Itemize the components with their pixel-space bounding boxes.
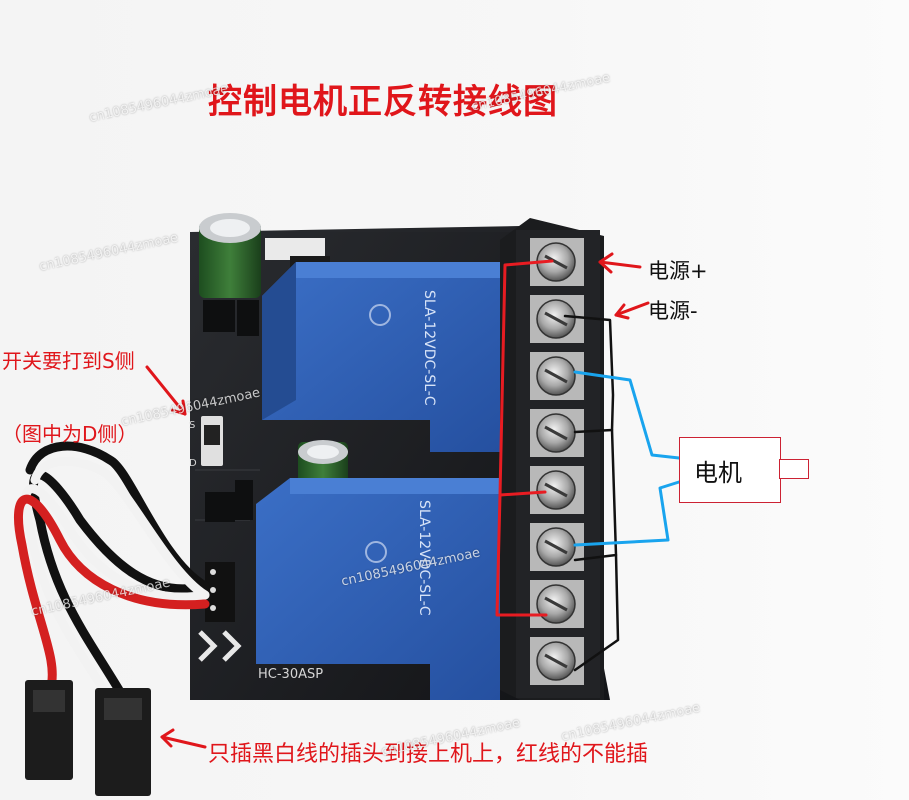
relay-bottom-model: SLA-12VDC-SL-C bbox=[416, 500, 432, 616]
power-plus-label: 电源+ bbox=[648, 259, 708, 283]
motor-shaft bbox=[779, 459, 809, 479]
bottom-note: 只插黑白线的插头到接上机上，红线的不能插 bbox=[208, 742, 649, 767]
screw-slot bbox=[544, 596, 568, 612]
resistor-row bbox=[265, 238, 325, 260]
switch-note: 开关要打到S侧 bbox=[2, 349, 135, 373]
relay-top bbox=[262, 262, 500, 452]
capacitor-top bbox=[199, 213, 261, 298]
ic-chip bbox=[205, 492, 235, 522]
motor-box bbox=[679, 437, 781, 503]
board-model: HC-30ASP bbox=[258, 667, 323, 682]
board-logo bbox=[198, 630, 242, 662]
screw-slot bbox=[544, 425, 568, 441]
screw-slot bbox=[544, 482, 568, 498]
motor-label: 电机 bbox=[694, 459, 742, 487]
relay-bottom bbox=[256, 478, 500, 700]
wire-harness bbox=[14, 441, 210, 705]
relay-top-model: SLA-12VDC-SL-C bbox=[421, 290, 437, 406]
switch-s-label: S bbox=[189, 420, 195, 431]
ic-chip bbox=[203, 300, 235, 332]
ic-chip bbox=[235, 480, 253, 520]
screw-slot bbox=[544, 539, 568, 555]
switch-d-label: D bbox=[189, 458, 197, 469]
current-position-note: （图中为D侧） bbox=[2, 422, 138, 446]
screw-slot bbox=[544, 254, 568, 270]
screw-slot bbox=[544, 311, 568, 327]
connector-plug-left bbox=[25, 680, 73, 780]
diagram-title: 控制电机正反转接线图 bbox=[208, 82, 558, 122]
screw-slot bbox=[544, 368, 568, 384]
screw-slot bbox=[544, 653, 568, 669]
power-minus-label: 电源- bbox=[648, 299, 698, 323]
wiring-overlay bbox=[145, 252, 681, 749]
connector-plug-right bbox=[95, 688, 151, 796]
ic-chip bbox=[237, 300, 259, 336]
terminal-screws bbox=[530, 238, 584, 685]
pin-header bbox=[205, 562, 235, 622]
mode-switch bbox=[201, 416, 223, 466]
